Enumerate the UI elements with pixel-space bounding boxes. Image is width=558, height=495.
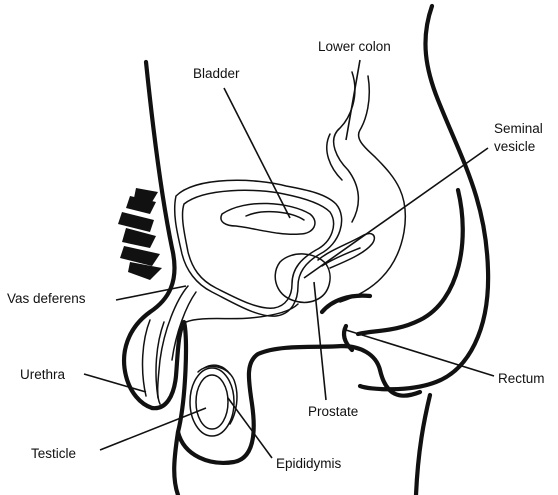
bladder <box>175 180 342 316</box>
label-vas-deferens: Vas deferens <box>7 291 86 306</box>
label-prostate: Prostate <box>308 404 358 419</box>
bladder-leader <box>224 88 290 218</box>
lower-colon-leader <box>346 60 360 140</box>
label-lower-colon: Lower colon <box>318 39 391 54</box>
prostate-leader <box>314 282 326 400</box>
label-seminal-vesicle-line1: Seminal <box>494 121 543 136</box>
rectum-wall <box>358 190 463 334</box>
rear-leg-outline <box>416 395 430 495</box>
body-outline <box>124 6 488 495</box>
labels: Bladder Lower colon Seminal vesicle Vas … <box>7 39 545 471</box>
epididymis <box>198 365 237 424</box>
scrotum-outline <box>178 346 420 463</box>
label-bladder: Bladder <box>193 66 240 81</box>
testicle <box>190 368 234 436</box>
lower-colon <box>327 72 406 302</box>
prostate <box>275 254 330 302</box>
vas-deferens-leader <box>116 286 186 300</box>
testicle-leader <box>100 408 206 450</box>
label-epididymis: Epididymis <box>276 456 342 471</box>
label-testicle: Testicle <box>31 446 76 461</box>
pubic-hair <box>118 188 162 280</box>
label-urethra: Urethra <box>20 367 66 382</box>
label-rectum: Rectum <box>498 371 545 386</box>
label-seminal-vesicle-line2: vesicle <box>494 139 535 154</box>
anal-canal <box>322 296 370 312</box>
urethra-leader <box>84 374 146 392</box>
